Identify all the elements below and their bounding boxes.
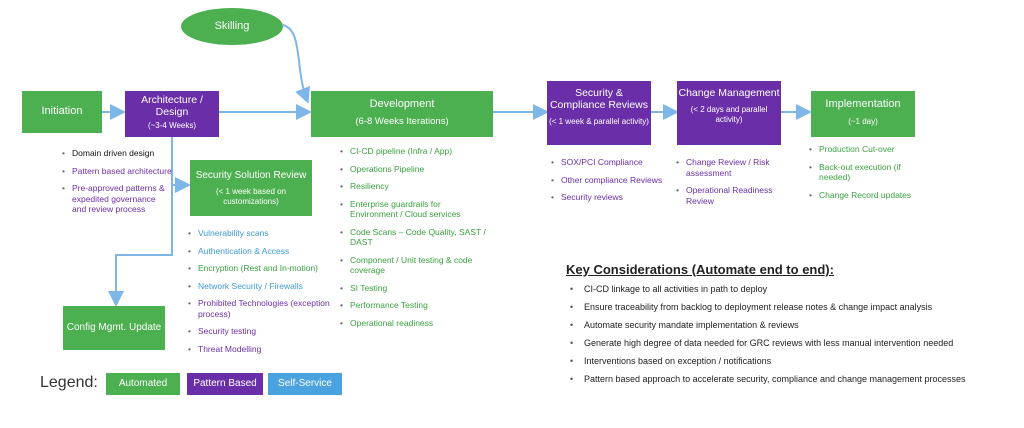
list-item: Change Record updates (809, 190, 917, 201)
security-solution-review-title: Security Solution Review (195, 170, 307, 181)
list-item: SI Testing (340, 283, 490, 294)
list-item: Security testing (188, 326, 346, 337)
change-management-list: Change Review / Risk assessment Operatio… (676, 157, 786, 213)
list-item: Security reviews (551, 192, 676, 203)
list-item: Ensure traceability from backlog to depl… (570, 302, 966, 313)
list-item: Threat Modelling (188, 344, 346, 355)
architecture-node: Architecture / Design (~3-4 Weeks) (125, 91, 219, 137)
list-item: Operational readiness (340, 318, 490, 329)
legend-pattern-based: Pattern Based (187, 373, 263, 395)
architecture-list: Domain driven design Pattern based archi… (62, 148, 172, 222)
list-item: Enterprise guardrails for Environment / … (340, 199, 490, 220)
list-item: SOX/PCI Compliance (551, 157, 676, 168)
implementation-title: Implementation (825, 98, 901, 110)
development-node: Development (6-8 Weeks Iterations) (311, 91, 493, 137)
list-item: Other compliance Reviews (551, 175, 676, 186)
list-item: Encryption (Rest and In-motion) (188, 263, 346, 274)
legend-self-service: Self-Service (268, 373, 342, 395)
config-mgmt-label: Config Mgmt. Update (66, 322, 162, 333)
development-list: CI-CD pipeline (Infra / App) Operations … (340, 146, 490, 335)
list-item: Prohibited Technologies (exception proce… (188, 298, 346, 319)
skilling-label: Skilling (214, 20, 250, 32)
development-duration: (6-8 Weeks Iterations) (355, 116, 449, 127)
list-item: Pattern based approach to accelerate sec… (570, 374, 966, 385)
list-item: CI-CD pipeline (Infra / App) (340, 146, 490, 157)
change-management-title: Change Management (678, 87, 780, 99)
security-solution-review-duration: (< 1 week based on customizations) (215, 187, 287, 206)
change-management-duration: (< 2 days and parallel activity) (690, 105, 768, 124)
security-solution-list: Vulnerability scans Authentication & Acc… (188, 228, 346, 361)
security-solution-review-node: Security Solution Review (< 1 week based… (190, 160, 312, 216)
list-item: Component / Unit testing & code coverage (340, 255, 490, 276)
architecture-duration: (~3-4 Weeks) (147, 121, 197, 130)
implementation-list: Production Cut-over Back-out execution (… (809, 144, 917, 207)
list-item: Automate security mandate implementation… (570, 320, 966, 331)
list-item: Pattern based architecture (62, 166, 172, 177)
initiation-node: Initiation (22, 91, 102, 133)
list-item: CI-CD linkage to all activities in path … (570, 284, 966, 295)
list-item: Performance Testing (340, 300, 490, 311)
list-item: Change Review / Risk assessment (676, 157, 786, 178)
development-title: Development (369, 98, 435, 110)
list-item: Generate high degree of data needed for … (570, 338, 966, 349)
legend-label: Legend: (40, 374, 98, 391)
list-item: Domain driven design (62, 148, 172, 159)
initiation-label: Initiation (41, 105, 83, 117)
key-considerations-title: Key Considerations (Automate end to end)… (566, 262, 834, 277)
list-item: Operational Readiness Review (676, 185, 786, 206)
list-item: Interventions based on exception / notif… (570, 356, 966, 367)
implementation-node: Implementation (~1 day) (811, 91, 915, 137)
security-compliance-node: Security & Compliance Reviews (< 1 week … (547, 81, 651, 145)
architecture-title: Architecture / Design (141, 94, 203, 118)
list-item: Pre-approved patterns & expedited govern… (62, 183, 172, 215)
change-management-node: Change Management (< 2 days and parallel… (677, 81, 781, 145)
legend-automated: Automated (106, 373, 180, 395)
list-item: Operations Pipeline (340, 164, 490, 175)
security-compliance-list: SOX/PCI Compliance Other compliance Revi… (551, 157, 676, 210)
list-item: Vulnerability scans (188, 228, 346, 239)
list-item: Back-out execution (if needed) (809, 162, 917, 183)
list-item: Network Security / Firewalls (188, 281, 346, 292)
list-item: Code Scans – Code Quality, SAST / DAST (340, 227, 490, 248)
list-item: Authentication & Access (188, 246, 346, 257)
security-compliance-duration: (< 1 week & parallel activity) (549, 117, 649, 126)
implementation-duration: (~1 day) (848, 117, 878, 126)
list-item: Resiliency (340, 181, 490, 192)
list-item: Production Cut-over (809, 144, 917, 155)
security-compliance-title: Security & Compliance Reviews (549, 87, 649, 111)
skilling-node: Skilling (181, 8, 283, 45)
key-considerations-list: CI-CD linkage to all activities in path … (570, 284, 966, 392)
config-mgmt-node: Config Mgmt. Update (63, 306, 165, 350)
